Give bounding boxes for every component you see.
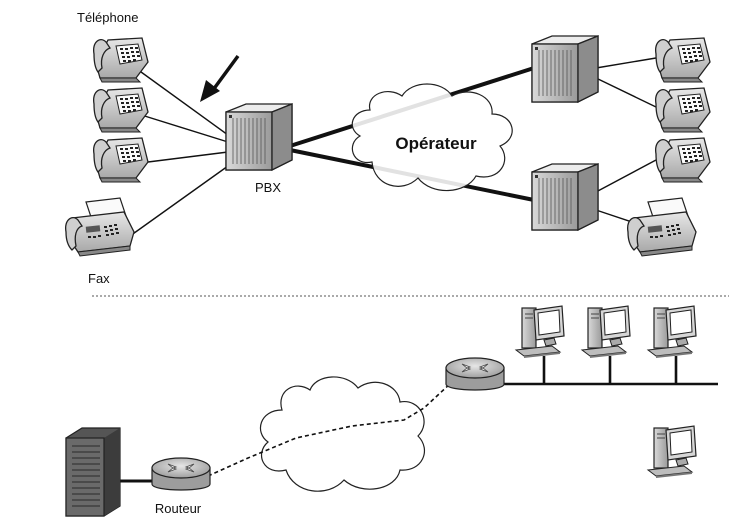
telephone-label: Téléphone xyxy=(77,10,138,25)
pbx-label: PBX xyxy=(255,180,281,195)
cloud-icon xyxy=(259,376,426,492)
phone-links xyxy=(129,57,657,237)
cloud-icon xyxy=(351,83,513,192)
pbx-cabinet-icon xyxy=(225,103,293,171)
router-label: Routeur xyxy=(155,501,202,516)
operator-label: Opérateur xyxy=(395,134,477,153)
desk-phone-icon xyxy=(93,87,149,133)
fax-machine-icon xyxy=(65,197,135,257)
pbx-cabinet-icon xyxy=(531,35,599,103)
router-icon xyxy=(151,457,211,491)
operator-cloud: Opérateur xyxy=(351,83,513,192)
desk-phone-icon xyxy=(93,137,149,183)
fax-label: Fax xyxy=(88,271,110,286)
arrow-icon xyxy=(200,54,240,102)
desk-phone-icon xyxy=(655,87,711,133)
server-tower-icon xyxy=(65,427,121,517)
desktop-computer-icon xyxy=(647,425,697,479)
pbx-cabinet-icon xyxy=(531,163,599,231)
router-icon xyxy=(445,357,505,391)
desktop-computer-icon xyxy=(581,305,631,359)
desk-phone-icon xyxy=(655,137,711,183)
desk-phone-icon xyxy=(655,37,711,83)
lan-bus xyxy=(496,356,718,386)
wan-link xyxy=(207,381,453,477)
desktop-computer-icon xyxy=(515,305,565,359)
desktop-computer-icon xyxy=(647,305,697,359)
desk-phone-icon xyxy=(93,37,149,83)
fax-machine-icon xyxy=(627,197,697,257)
